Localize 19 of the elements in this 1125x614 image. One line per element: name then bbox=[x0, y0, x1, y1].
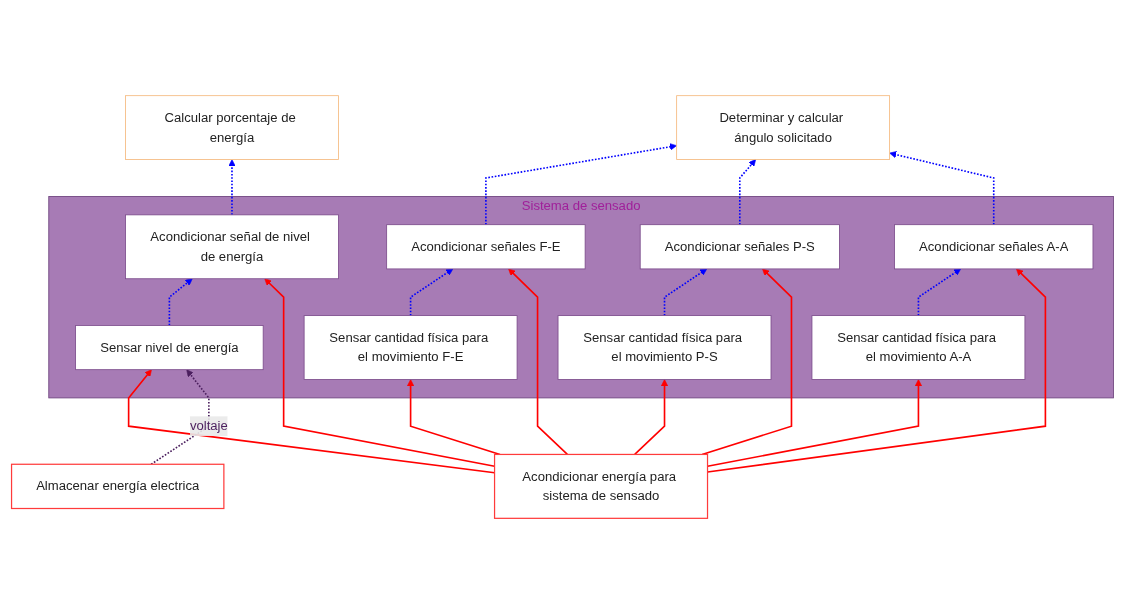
node-box: Sensar cantidad física para el movimiento F-E bbox=[303, 315, 518, 380]
arrow bbox=[150, 369, 210, 466]
node-box: Almacenar energía electrica bbox=[10, 463, 225, 510]
node-box: Acondicionar señal de nivel de energía bbox=[125, 214, 339, 280]
arrow bbox=[701, 268, 793, 456]
arrow bbox=[407, 379, 501, 456]
node-box: Acondicionar señales P-S bbox=[639, 224, 840, 270]
node-box: Acondicionar señales F-E bbox=[386, 224, 586, 270]
node-box: Determinar y calcular ángulo solicitado bbox=[676, 95, 890, 160]
node-box: Sensar cantidad física para el movimiento A-A bbox=[811, 315, 1026, 380]
node-box: Acondicionar señales A-A bbox=[894, 224, 1094, 270]
node-box: Calcular porcentaje de energía bbox=[125, 95, 339, 160]
arrow bbox=[633, 379, 669, 456]
node-box: Sensar nivel de energía bbox=[75, 325, 264, 371]
arrow bbox=[168, 278, 193, 327]
edge-label: voltaje bbox=[189, 418, 228, 433]
arrow bbox=[508, 268, 569, 456]
node-box: Acondicionar energía para sistema de sensado bbox=[493, 453, 709, 519]
node-box: Sensar cantidad física para el movimiento P-S bbox=[557, 315, 772, 380]
